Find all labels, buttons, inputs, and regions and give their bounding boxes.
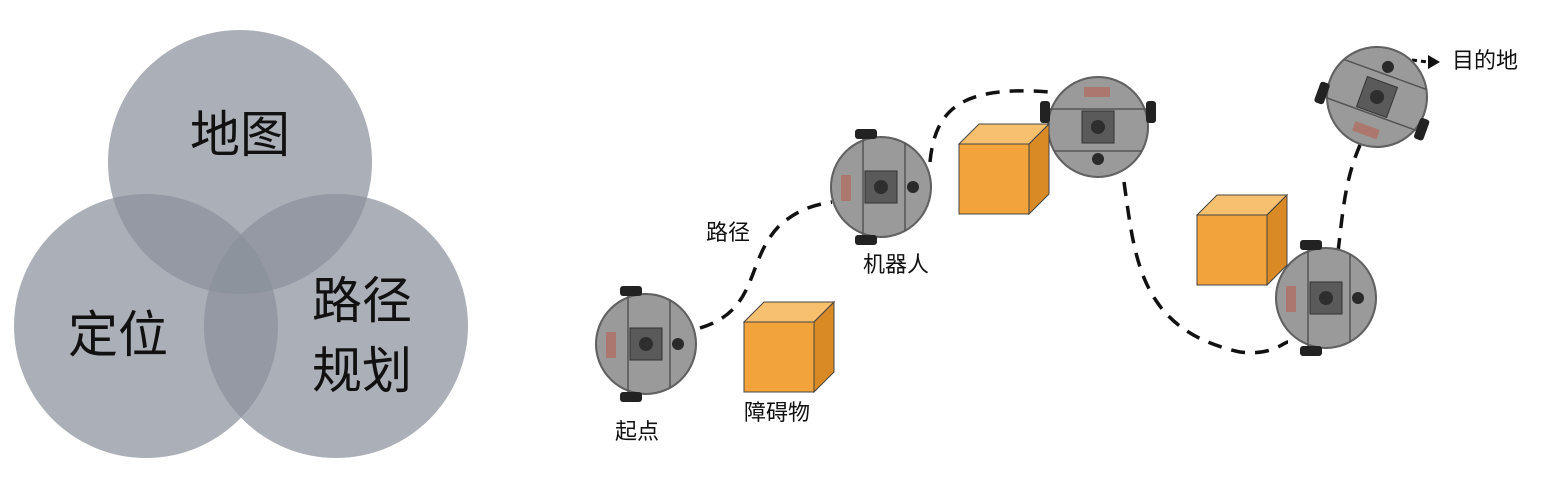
robot-right (1275, 239, 1377, 357)
robot-start (595, 285, 697, 403)
robot-top (1039, 76, 1157, 178)
venn-label-path-line2: 规划 (312, 342, 412, 400)
venn-label-localization: 定位 (68, 306, 168, 364)
obstacle-box-2 (958, 123, 1050, 215)
venn-label-map: 地图 (190, 106, 290, 164)
venn-circle-localization (14, 194, 278, 458)
robot-destination (1304, 29, 1450, 165)
destination-arrow-line (1411, 58, 1429, 64)
planned-path-segment-4 (1336, 144, 1362, 253)
planned-path-segment-2 (928, 89, 1051, 163)
robot-path-scene: 起点 障碍物 路径 机器人 目的地 (595, 29, 1518, 445)
planned-path (699, 200, 833, 330)
venn-label-path-line1: 路径 (312, 272, 412, 330)
label-obstacle: 障碍物 (744, 401, 810, 426)
label-path: 路径 (706, 221, 750, 246)
label-destination: 目的地 (1452, 49, 1518, 74)
planned-path-segment-3 (1122, 181, 1289, 355)
destination-arrowhead (1428, 55, 1440, 69)
label-robot: 机器人 (863, 253, 929, 278)
label-start: 起点 (615, 420, 659, 445)
venn-diagram: 地图 定位 路径 规划 (14, 30, 468, 458)
obstacle-box-3 (1196, 194, 1288, 286)
robot-mid (830, 128, 932, 246)
venn-circle-path-planning (204, 194, 468, 458)
obstacle-box-1 (743, 301, 835, 393)
